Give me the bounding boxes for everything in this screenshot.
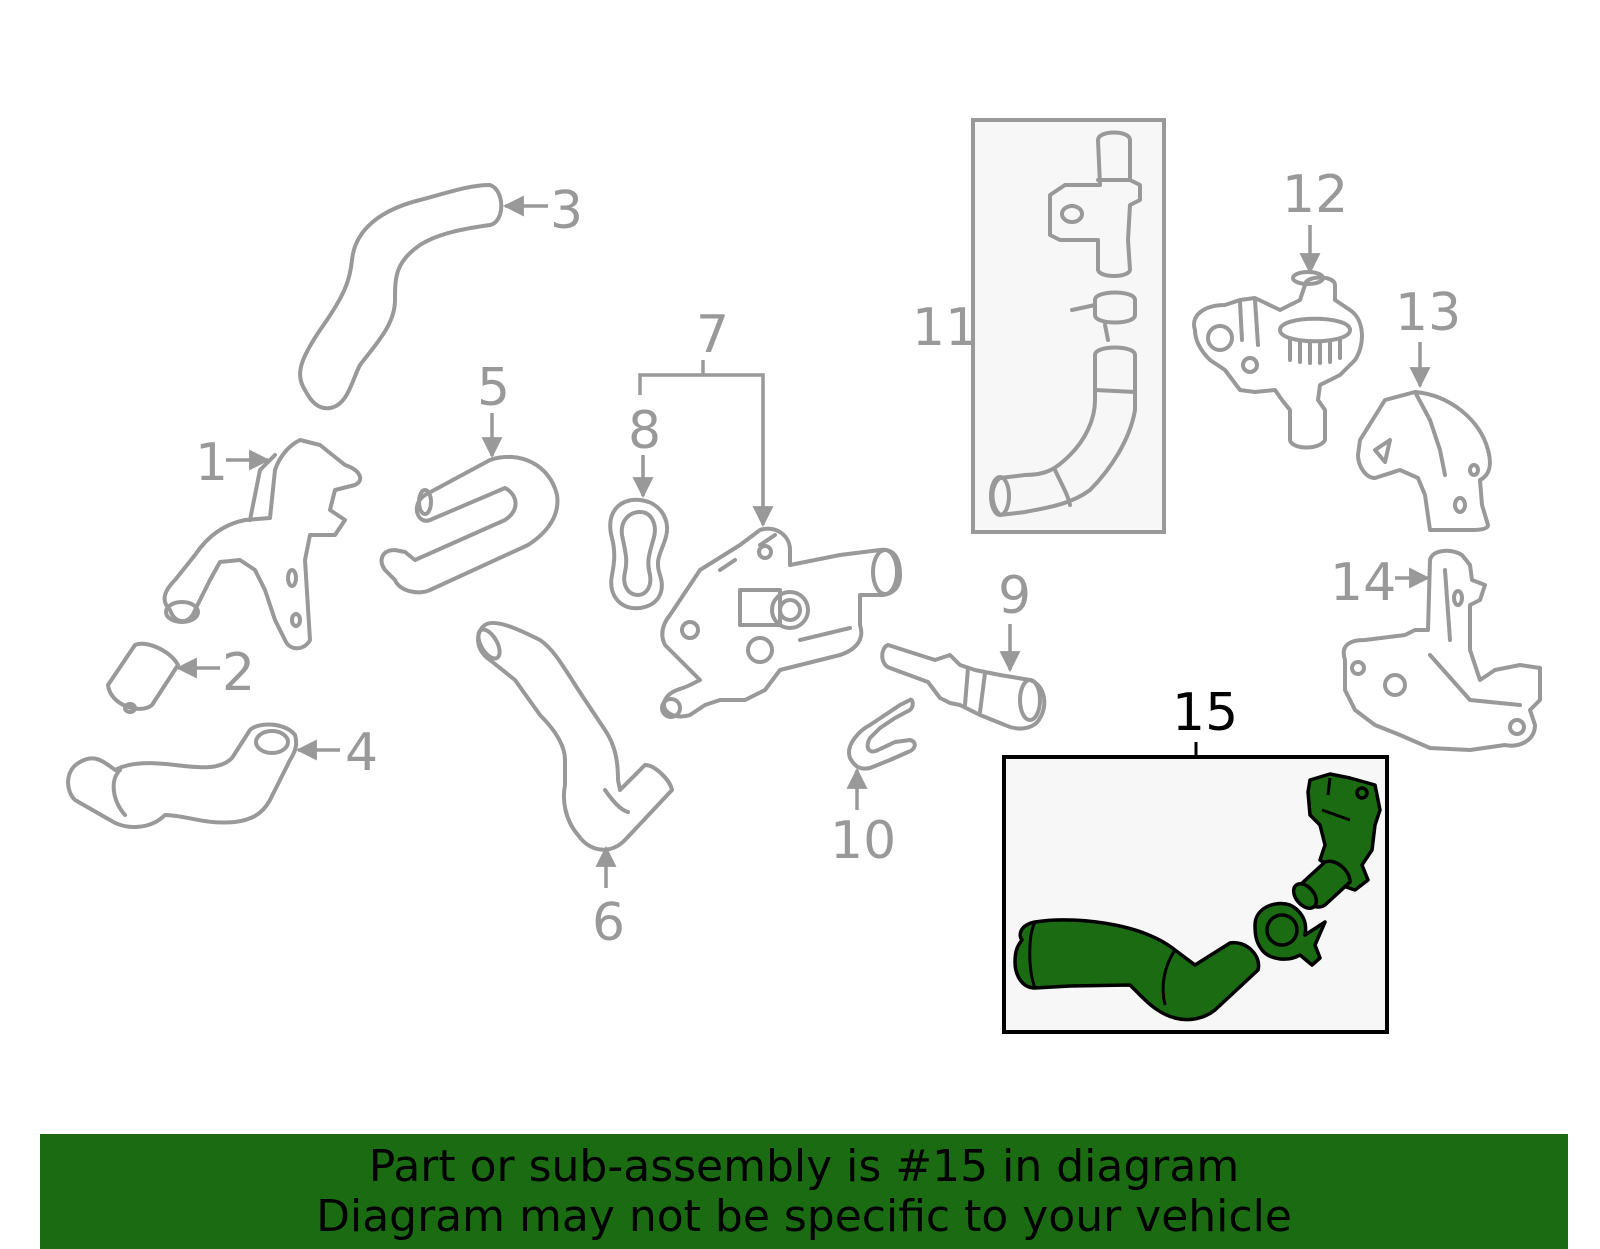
part-12-pump[interactable] [1192,270,1364,450]
svg-text:9: 9 [998,566,1031,626]
svg-text:6: 6 [592,893,625,953]
callout-7: 7 [638,305,763,525]
callout-12: 12 [1282,165,1348,275]
info-banner: Part or sub-assembly is #15 in diagram D… [40,1134,1568,1249]
callout-11: 11 [912,298,978,358]
svg-text:11: 11 [912,298,978,358]
svg-text:8: 8 [628,401,661,461]
callout-15: 15 [1172,683,1238,757]
callout-6: 6 [592,845,625,953]
part-13-bracket[interactable] [1356,390,1492,532]
callout-3: 3 [502,181,583,241]
banner-line-2: Diagram may not be specific to your vehi… [316,1190,1292,1242]
svg-text:10: 10 [830,811,896,871]
callout-5: 5 [477,358,510,459]
callout-13: 13 [1395,283,1461,389]
part-10-clip[interactable] [847,697,917,771]
part-7-housing[interactable] [660,526,902,719]
svg-text:13: 13 [1395,283,1461,343]
part-11-assembly[interactable] [971,118,1166,534]
callout-14: 14 [1330,553,1431,613]
part-2-connector[interactable] [106,641,180,714]
part-9-sensor[interactable] [880,643,1047,731]
svg-text:4: 4 [345,723,378,783]
part-8-gasket[interactable] [608,497,669,611]
callout-4: 4 [295,723,378,783]
callout-9: 9 [998,566,1031,673]
callout-10: 10 [830,767,896,871]
part-14-mount[interactable] [1341,548,1542,752]
part-1-bracket[interactable] [162,438,363,651]
svg-text:15: 15 [1172,683,1238,743]
svg-text:7: 7 [696,305,729,365]
svg-text:3: 3 [550,181,583,241]
svg-text:14: 14 [1330,553,1396,613]
banner-line-1: Part or sub-assembly is #15 in diagram [368,1140,1240,1192]
callout-8: 8 [628,401,661,499]
svg-text:12: 12 [1282,165,1348,225]
part-3-hose[interactable] [298,183,504,411]
part-5-hose[interactable] [379,454,560,595]
callout-1: 1 [195,433,271,493]
part-4-hose[interactable] [66,722,299,829]
part-6-hose[interactable] [474,620,674,852]
svg-text:5: 5 [477,358,510,418]
part-15-highlighted-assembly[interactable] [1002,755,1389,1034]
svg-text:2: 2 [222,643,255,703]
svg-text:1: 1 [195,433,228,493]
callout-2: 2 [175,643,255,703]
